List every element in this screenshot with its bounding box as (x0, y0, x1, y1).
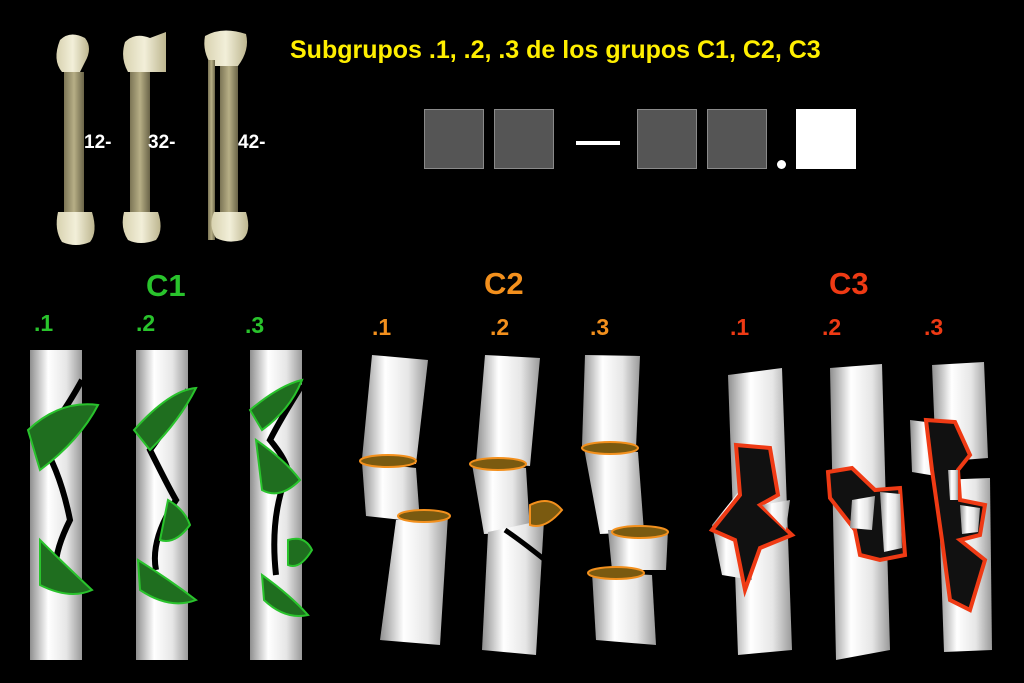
humerus-bone-icon (122, 32, 166, 243)
subgroup-c1-3: .3 (245, 312, 265, 338)
bone-label-12: 12- (84, 132, 112, 153)
subgroup-c2-1: .1 (372, 314, 392, 340)
code-box-4 (707, 109, 767, 169)
group-title-c2: C2 (484, 266, 524, 301)
fracture-c2-2 (469, 355, 564, 655)
subgroup-c3-1: .1 (730, 314, 750, 340)
code-separator-dash (576, 141, 620, 145)
fracture-c3-1 (708, 368, 796, 655)
subgroup-c1-1: .1 (34, 310, 54, 336)
bone-label-42: 42- (238, 132, 266, 153)
code-box-highlight (796, 109, 856, 169)
code-box-1 (424, 109, 484, 169)
fracture-c2-3 (581, 355, 669, 645)
fracture-c3-2 (825, 364, 908, 660)
code-box-2 (494, 109, 554, 169)
bone-label-32: 32- (148, 132, 176, 153)
fracture-c1-1 (26, 350, 100, 660)
subgroup-c3-2: .2 (822, 314, 842, 340)
fracture-c1-2 (132, 350, 199, 660)
fracture-c1-3 (248, 350, 314, 660)
subgroup-c1-2: .2 (136, 310, 156, 336)
subgroup-c2-3: .3 (590, 314, 610, 340)
subgroup-c3-3: .3 (924, 314, 944, 340)
subgroup-c2-2: .2 (490, 314, 510, 340)
tibia-bone-icon (204, 30, 249, 242)
group-title-c3: C3 (829, 266, 869, 301)
fracture-c2-1 (359, 355, 451, 645)
code-decimal-dot (777, 160, 786, 169)
fracture-c3-3 (910, 362, 992, 652)
group-title-c1: C1 (146, 268, 186, 303)
page-title: Subgrupos .1, .2, .3 de los grupos C1, C… (290, 36, 821, 64)
femur-bone-icon (56, 34, 95, 245)
code-box-3 (637, 109, 697, 169)
